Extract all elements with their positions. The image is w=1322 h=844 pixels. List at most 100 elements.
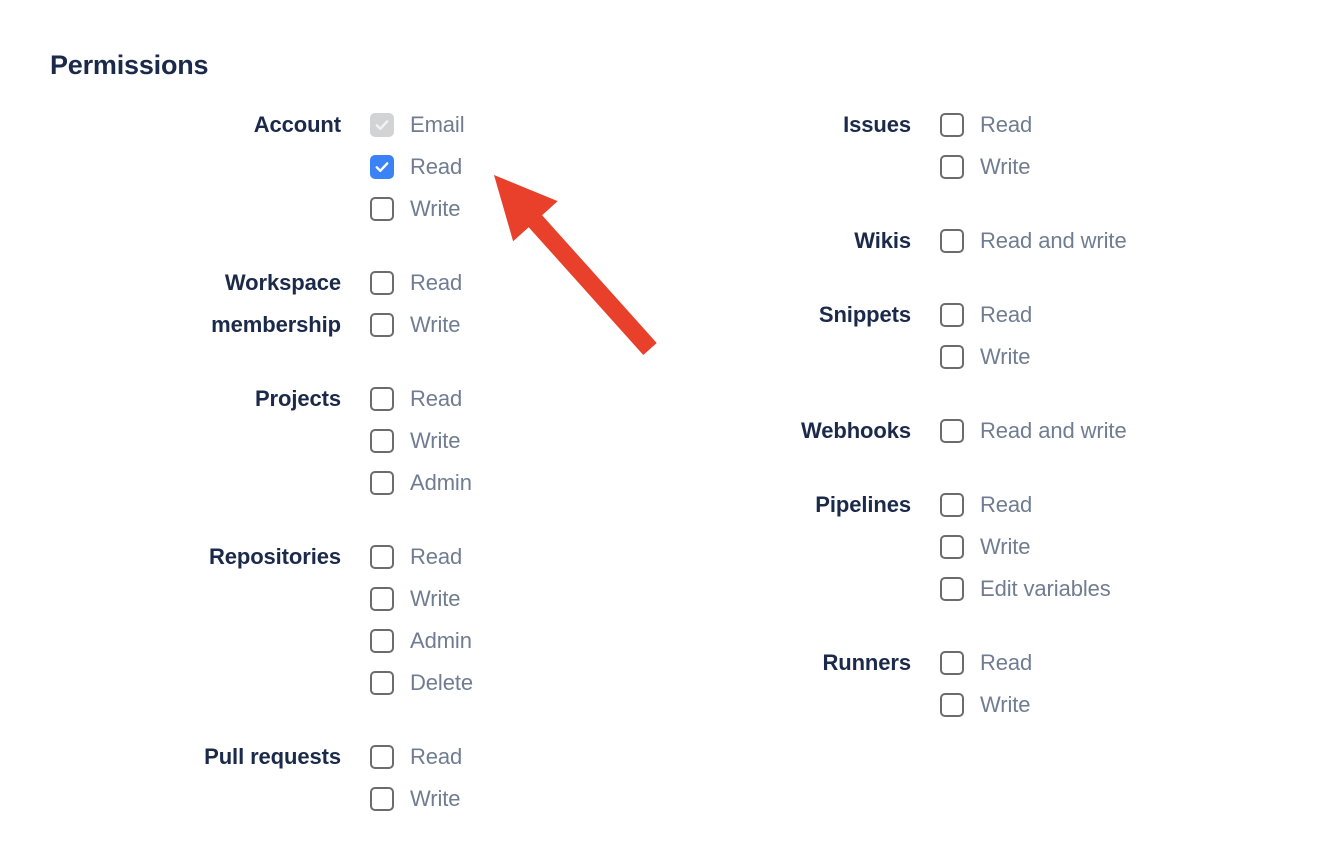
- checkbox-label: Write: [980, 692, 1031, 717]
- checkbox-label: Read and write: [980, 228, 1127, 253]
- permission-row[interactable]: Write: [370, 304, 660, 346]
- permission-row[interactable]: Read: [940, 642, 1322, 684]
- checkbox-label: Delete: [410, 670, 473, 695]
- permission-row[interactable]: Delete: [370, 662, 660, 704]
- group-label: Account: [253, 112, 341, 137]
- permission-row[interactable]: Read: [370, 262, 660, 304]
- checkbox-issues-write[interactable]: [940, 155, 964, 179]
- group-label: Snippets: [818, 302, 911, 327]
- permission-row[interactable]: Write: [370, 778, 660, 820]
- group-label: Projects: [254, 386, 341, 411]
- group-label: Runners: [822, 650, 911, 675]
- permission-row[interactable]: Read: [370, 378, 660, 420]
- checkbox-label: Read: [980, 302, 1033, 327]
- checkbox-label: Read: [410, 270, 463, 295]
- permission-row[interactable]: Edit variables: [940, 568, 1322, 610]
- checkbox-label: Admin: [410, 628, 472, 653]
- checkbox-label: Read and write: [980, 418, 1127, 443]
- checkbox-pipelines-edit-variables[interactable]: [940, 577, 964, 601]
- permission-row[interactable]: Read: [940, 484, 1322, 526]
- checkbox-label: Read: [980, 650, 1033, 675]
- checkbox-workspace-membership-read[interactable]: [370, 271, 394, 295]
- permission-row[interactable]: Read: [940, 294, 1322, 336]
- checkbox-repositories-delete[interactable]: [370, 671, 394, 695]
- checkbox-label: Read: [980, 112, 1033, 137]
- checkbox-repositories-admin[interactable]: [370, 629, 394, 653]
- checkbox-pipelines-read[interactable]: [940, 493, 964, 517]
- checkbox-workspace-membership-write[interactable]: [370, 313, 394, 337]
- checkbox-wikis-read-and-write[interactable]: [940, 229, 964, 253]
- checkbox-label: Read: [410, 744, 463, 769]
- checkbox-label: Edit variables: [980, 576, 1111, 601]
- permission-row[interactable]: Read: [370, 146, 660, 188]
- group-options: Read and write: [940, 410, 1322, 452]
- checkbox-label: Write: [980, 154, 1031, 179]
- permission-row[interactable]: Write: [370, 578, 660, 620]
- checkbox-label: Write: [980, 534, 1031, 559]
- checkbox-label: Email: [410, 112, 465, 137]
- checkbox-projects-admin[interactable]: [370, 471, 394, 495]
- permission-row[interactable]: Write: [940, 526, 1322, 568]
- permission-row[interactable]: Admin: [370, 462, 660, 504]
- permission-row[interactable]: Read: [370, 536, 660, 578]
- checkbox-account-read[interactable]: [370, 155, 394, 179]
- permission-row[interactable]: Read and write: [940, 410, 1322, 452]
- checkbox-issues-read[interactable]: [940, 113, 964, 137]
- checkbox-repositories-write[interactable]: [370, 587, 394, 611]
- checkbox-label: Write: [410, 586, 461, 611]
- checkbox-account-email: [370, 113, 394, 137]
- checkbox-label: Read: [980, 492, 1033, 517]
- checkbox-label: Write: [410, 196, 461, 221]
- group-label: Pull requests: [204, 744, 341, 769]
- group-options: Read and write: [940, 220, 1322, 262]
- checkbox-runners-read[interactable]: [940, 651, 964, 675]
- checkbox-webhooks-read-and-write[interactable]: [940, 419, 964, 443]
- permission-row[interactable]: Write: [940, 146, 1322, 188]
- group-label: Workspace membership: [211, 270, 341, 337]
- checkbox-account-write[interactable]: [370, 197, 394, 221]
- checkbox-pull-requests-read[interactable]: [370, 745, 394, 769]
- checkbox-label: Write: [410, 786, 461, 811]
- checkbox-pipelines-write[interactable]: [940, 535, 964, 559]
- permission-row[interactable]: Read: [370, 736, 660, 778]
- checkbox-pull-requests-write[interactable]: [370, 787, 394, 811]
- permission-row[interactable]: Write: [370, 188, 660, 230]
- permission-row[interactable]: Write: [940, 336, 1322, 378]
- permission-row[interactable]: Write: [370, 420, 660, 462]
- group-label: Wikis: [854, 228, 911, 253]
- checkbox-label: Admin: [410, 470, 472, 495]
- permission-row[interactable]: Write: [940, 684, 1322, 726]
- permission-row[interactable]: Read and write: [940, 220, 1322, 262]
- checkbox-snippets-write[interactable]: [940, 345, 964, 369]
- checkbox-repositories-read[interactable]: [370, 545, 394, 569]
- checkbox-projects-write[interactable]: [370, 429, 394, 453]
- checkbox-projects-read[interactable]: [370, 387, 394, 411]
- permission-group-wikis: Wikis Read and write: [660, 220, 1322, 262]
- checkbox-label: Read: [410, 154, 463, 179]
- checkbox-snippets-read[interactable]: [940, 303, 964, 327]
- permission-row[interactable]: Email: [370, 104, 660, 146]
- checkbox-label: Write: [410, 428, 461, 453]
- permission-row[interactable]: Admin: [370, 620, 660, 662]
- page-title: Permissions: [50, 50, 209, 80]
- permission-row[interactable]: Read: [940, 104, 1322, 146]
- checkbox-runners-write[interactable]: [940, 693, 964, 717]
- group-label: Pipelines: [815, 492, 911, 517]
- group-label: Issues: [843, 112, 911, 137]
